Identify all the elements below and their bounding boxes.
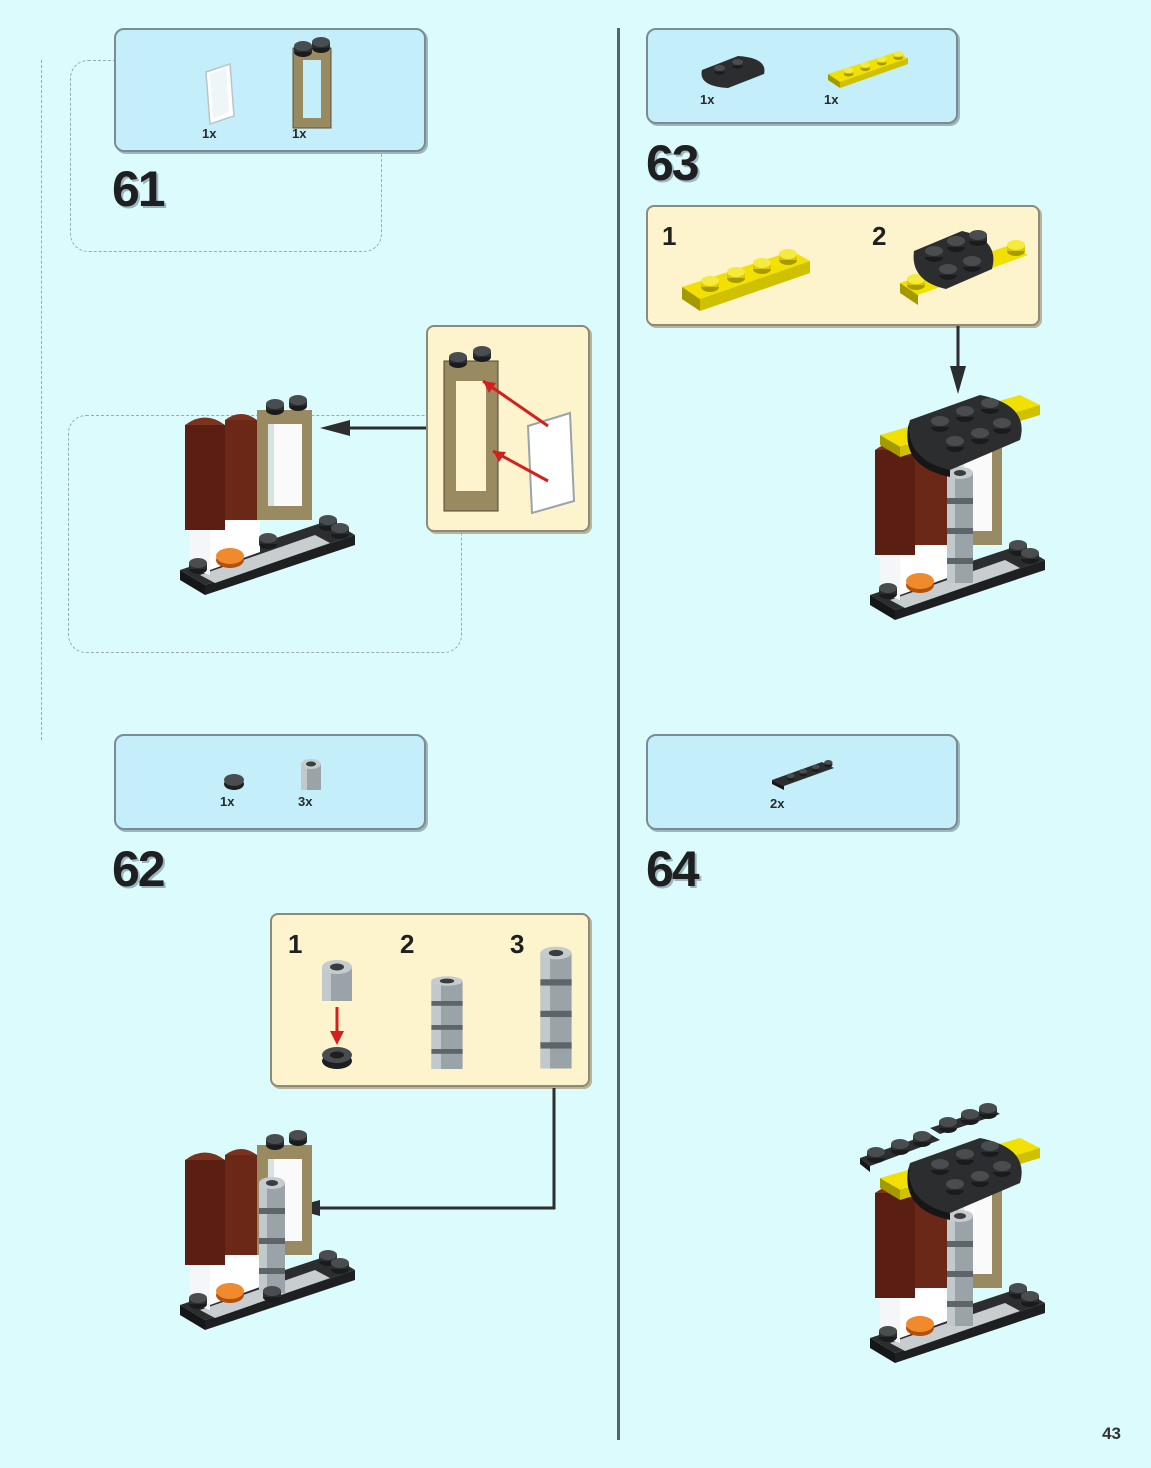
substep-2-illustration [900, 230, 1028, 305]
substep-callout-step-63: 1 2 [646, 205, 1040, 326]
substep-1-illustration [682, 249, 810, 311]
parts-callout-step-63: 1x 1x [646, 28, 958, 124]
step-number: 61 [112, 161, 166, 217]
model-assembly-step-64 [860, 1103, 1070, 1368]
parts-callout-step-62: 1x 3x [114, 734, 426, 830]
part-quantity: 2x [770, 796, 785, 811]
yellow-plate-1x4-icon [828, 51, 908, 88]
step-number: 63 [646, 135, 700, 191]
page-divider [617, 28, 620, 1440]
frame-with-glass-illustration [443, 346, 576, 515]
parts-callout-step-61: 1x 1x [114, 28, 426, 152]
substep-number: 3 [510, 929, 525, 959]
substep-number: 1 [288, 929, 303, 959]
transparent-glass-pane-icon [205, 62, 235, 126]
step-number: 64 [646, 841, 700, 897]
pointer-arrow [950, 326, 966, 394]
substep-callout-step-62: 1 2 3 [270, 913, 590, 1087]
parts-callout-step-64: 2x [646, 734, 958, 830]
pointer-arrow [320, 420, 426, 436]
part-quantity: 1x [202, 126, 217, 141]
step-number: 62 [112, 841, 166, 897]
substep-3-illustration [540, 946, 572, 1069]
model-assembly-step-63 [870, 395, 1070, 635]
part-quantity: 1x [700, 92, 715, 107]
part-quantity: 1x [824, 92, 839, 107]
ghost-dashed-line [41, 60, 42, 740]
grey-round-brick-icon [301, 759, 321, 790]
part-quantity: 3x [298, 794, 313, 809]
substep-number: 2 [400, 929, 415, 959]
tan-window-frame-icon [292, 37, 332, 129]
part-quantity: 1x [292, 126, 307, 141]
part-quantity: 1x [220, 794, 235, 809]
substep-number: 2 [872, 221, 887, 251]
model-assembly-step-61 [180, 400, 380, 630]
substep-callout-step-61 [426, 325, 590, 532]
substep-number: 1 [662, 221, 677, 251]
page-number: 43 [1102, 1424, 1121, 1443]
model-assembly-step-62 [180, 1135, 380, 1365]
dark-round-plate-icon [224, 774, 244, 790]
black-round-plate-icon [701, 56, 765, 88]
substep-2-illustration [431, 976, 463, 1069]
black-plate-1x4-icon [772, 760, 834, 790]
substep-1-illustration [322, 960, 352, 1069]
